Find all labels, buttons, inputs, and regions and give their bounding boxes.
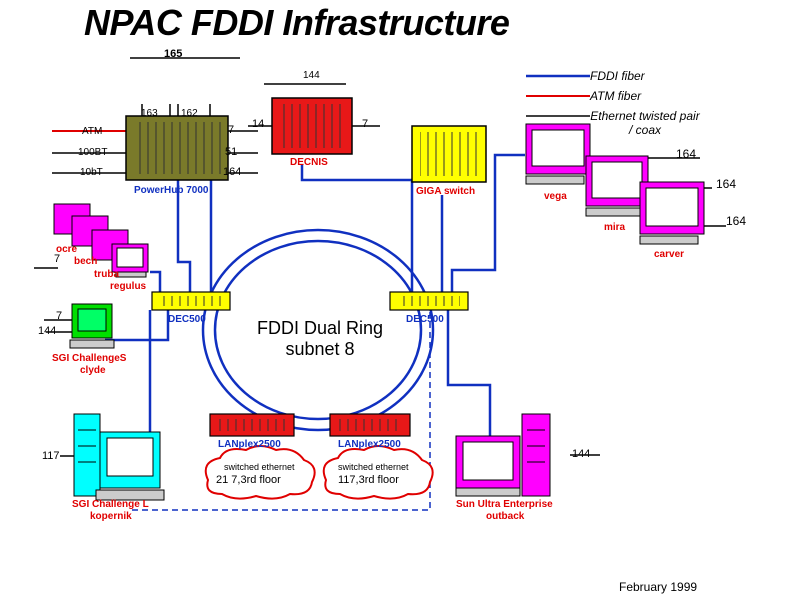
giga-switch-label: GIGA switch (416, 186, 476, 197)
challenge-s-label: SGI ChallengeS (52, 353, 127, 364)
challenge-l-label: SGI Challenge L (72, 499, 149, 510)
powerhub-port-163: 163 (141, 108, 158, 119)
ws-carver-label: carver (654, 249, 685, 260)
sgi-challenge-s-device (69, 303, 115, 349)
legend-ethernet-label: Ethernet twisted pair / coax (590, 109, 700, 137)
powerhub-10bt-label: 10bT (80, 167, 103, 178)
decnis-num-14: 14 (252, 118, 265, 130)
ring-label-line2: subnet 8 (285, 339, 355, 359)
lanplex-2-device (329, 413, 411, 437)
left-group-num-7: 7 (54, 253, 61, 265)
powerhub-device (125, 115, 229, 181)
cloud-1-floor: 21 7,3rd floor (216, 474, 281, 486)
workstation-carver (639, 181, 705, 245)
diagram-title: NPAC FDDI Infrastructure (84, 2, 510, 43)
challenge-s-num-144: 144 (38, 325, 57, 337)
sun-num-144: 144 (572, 448, 591, 460)
challenge-l-host: kopernik (90, 511, 132, 522)
ws-vega-num-164: 164 (676, 147, 697, 161)
challenge-s-num-7: 7 (56, 310, 63, 322)
legend-lines (526, 74, 590, 117)
powerhub-atm-label: ATM (82, 126, 103, 137)
lanplex-1-device (209, 413, 295, 437)
powerhub-label: PowerHub 7000 (134, 185, 209, 196)
decnis-num-7: 7 (362, 118, 369, 130)
decnis-label: DECNIS (290, 157, 328, 168)
ws-vega-label: vega (544, 191, 567, 202)
ring-label: FDDI Dual Ring subnet 8 (240, 318, 400, 360)
sun-label: Sun Ultra Enterprise (456, 499, 553, 510)
date-label: February 1999 (619, 580, 698, 594)
decnis-device (271, 97, 353, 155)
ring-label-line1: FDDI Dual Ring (256, 318, 384, 338)
ws-truba-label: truba (94, 269, 119, 280)
powerhub-100bt-label: 100BT (78, 147, 108, 158)
dec500-left-device (151, 291, 231, 311)
challenge-s-host: clyde (80, 365, 106, 376)
legend-fddi-label: FDDI fiber (590, 69, 645, 83)
sun-ultra-enterprise-device (455, 413, 551, 497)
powerhub-num-164: 164 (223, 166, 242, 178)
ws-carver-num-164: 164 (726, 214, 747, 228)
workstation-mira (585, 155, 649, 217)
workstation-vega (525, 123, 591, 185)
challenge-l-num-117: 117 (42, 450, 60, 462)
powerhub-port-162: 162 (181, 108, 198, 119)
ws-regulus-label: regulus (110, 281, 147, 292)
dec500-left-label: DEC500 (168, 314, 206, 325)
dec500-right-label: DEC500 (406, 314, 444, 325)
ws-mira-num-164: 164 (716, 177, 737, 191)
sun-host: outback (486, 511, 525, 522)
ws-ocre-label: ocre (56, 244, 78, 255)
ws-bech-label: bech (74, 256, 98, 267)
sgi-challenge-l-device (73, 413, 165, 501)
ws-mira-label: mira (604, 222, 626, 233)
dec500-right-device (389, 291, 469, 311)
lanplex-1-label: LANplex2500 (218, 439, 281, 450)
lanplex-2-label: LANplex2500 (338, 439, 401, 450)
fddi-dual-ring (201, 228, 435, 432)
cloud-2-text: switched ethernet (338, 462, 409, 472)
dashed-ethernet-link (132, 310, 431, 511)
left-workstation-group (53, 203, 149, 278)
switched-ethernet-cloud-1 (204, 445, 316, 500)
powerhub-num-7: 7 (228, 124, 235, 136)
powerhub-port-165: 165 (164, 48, 183, 60)
cloud-1-text: switched ethernet (224, 462, 295, 472)
powerhub-num-51: 51 (225, 146, 238, 158)
cloud-2-floor: 117,3rd floor (338, 474, 399, 486)
switched-ethernet-cloud-2 (322, 445, 434, 500)
legend-atm-label: ATM fiber (590, 89, 642, 103)
decnis-num-144: 144 (303, 70, 320, 81)
giga-switch-device (411, 125, 487, 183)
